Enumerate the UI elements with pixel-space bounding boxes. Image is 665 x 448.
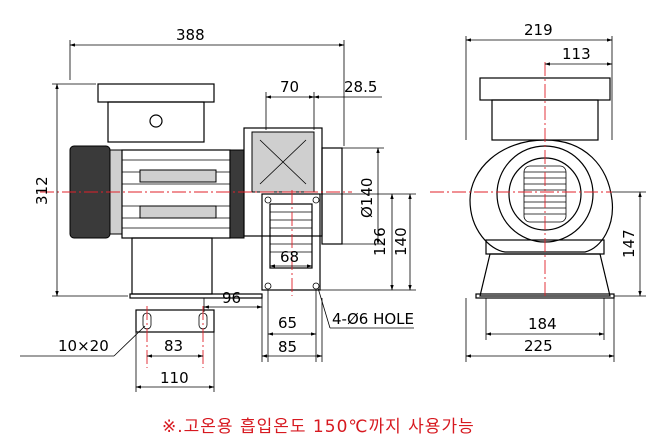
dim-28-5: 28.5 [344,78,377,96]
bracket-plate [135,309,215,333]
dim-147: 147 [620,229,638,258]
dim-dia-140: Ø140 [358,178,376,218]
motor-flange [229,149,245,239]
hole-callout: 4-Ø6 HOLE [332,310,414,328]
motor-body [121,149,231,239]
dim-225: 225 [524,337,553,355]
dim-113: 113 [562,45,591,63]
temperature-note: ※.고온용 흡입온도 150℃까지 사용가능 [162,417,475,437]
dim-110: 110 [160,369,189,387]
dim-65: 65 [278,314,297,332]
dim-96: 96 [222,289,241,307]
flange-hole [312,196,320,204]
flange-hole [264,282,272,290]
terminal-box [107,101,205,143]
dim-184: 184 [528,315,557,333]
flange-hole [312,282,320,290]
dim-388: 388 [176,26,205,44]
dim-85: 85 [278,338,297,356]
dim-140: 140 [392,227,410,256]
front-view [40,83,352,299]
motor-stand [131,237,213,295]
motor-nameplate [139,169,217,183]
side-view [430,62,615,299]
foot-bracket [135,306,215,368]
side-base-stand [479,253,611,297]
dim-312: 312 [33,176,51,205]
inlet-nozzle [321,147,343,245]
terminal-box-cover [97,83,215,103]
side-dimensions: 219 113 147 184 225 [465,21,646,362]
dim-83: 83 [164,337,183,355]
dim-10x20: 10×20 [58,337,109,355]
outlet-grill [270,211,312,253]
front-dimensions: 388 312 70 28.5 Ø140 126 140 68 96 65 [33,26,416,362]
base-foot [129,293,263,299]
flange-hole [264,196,272,204]
dim-219: 219 [524,21,553,39]
motor-clamp [139,205,217,219]
cable-gland-icon [149,114,163,128]
bracket-dimensions: 10×20 83 110 [20,325,215,392]
dim-126: 126 [371,227,389,256]
outlet-flange [261,193,321,291]
dim-70: 70 [280,78,299,96]
dim-68: 68 [280,248,299,266]
